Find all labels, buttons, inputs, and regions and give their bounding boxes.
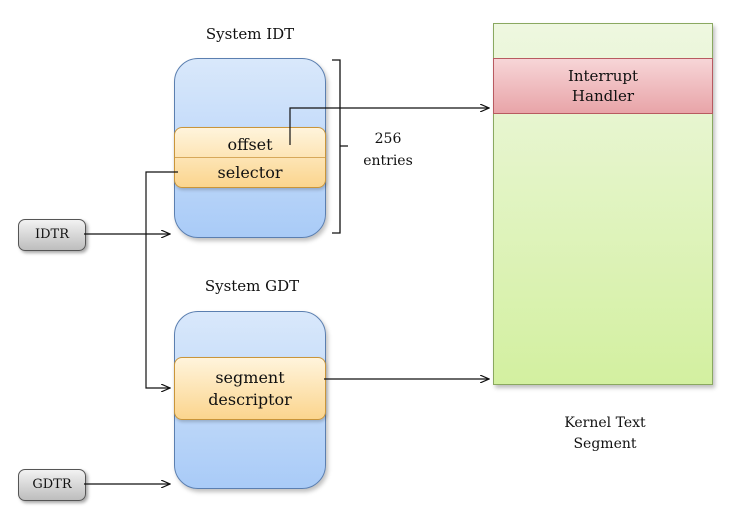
segment-descriptor-line1: segment xyxy=(215,368,285,387)
offset-to-handler-arrow xyxy=(289,108,489,145)
gdt-segment-descriptor: segment descriptor xyxy=(174,357,326,420)
idt-selector-field: selector xyxy=(217,163,283,182)
gdtr-register: GDTR xyxy=(18,469,86,501)
idt-range-brace xyxy=(332,59,348,234)
idt-entries-word: entries xyxy=(363,153,413,169)
idt-entries-count: 256 entries xyxy=(358,128,418,172)
gdt-title: System GDT xyxy=(204,277,300,295)
interrupt-handler: Interrupt Handler xyxy=(493,58,713,114)
selector-to-descriptor-arrow xyxy=(145,171,178,388)
kernel-caption-line2: Segment xyxy=(573,436,637,452)
idt-title: System IDT xyxy=(205,25,295,43)
idt-offset-field: offset xyxy=(227,135,273,154)
segment-descriptor-line2: descriptor xyxy=(208,390,292,409)
kernel-caption: Kernel Text Segment xyxy=(540,413,670,455)
idtr-register: IDTR xyxy=(18,219,86,251)
interrupt-handler-line2: Handler xyxy=(571,87,635,105)
idt-entries-count-number: 256 xyxy=(374,131,402,147)
idt-entry: offset selector xyxy=(174,127,326,188)
interrupt-handler-line1: Interrupt xyxy=(567,67,639,85)
kernel-caption-line1: Kernel Text xyxy=(564,415,646,431)
